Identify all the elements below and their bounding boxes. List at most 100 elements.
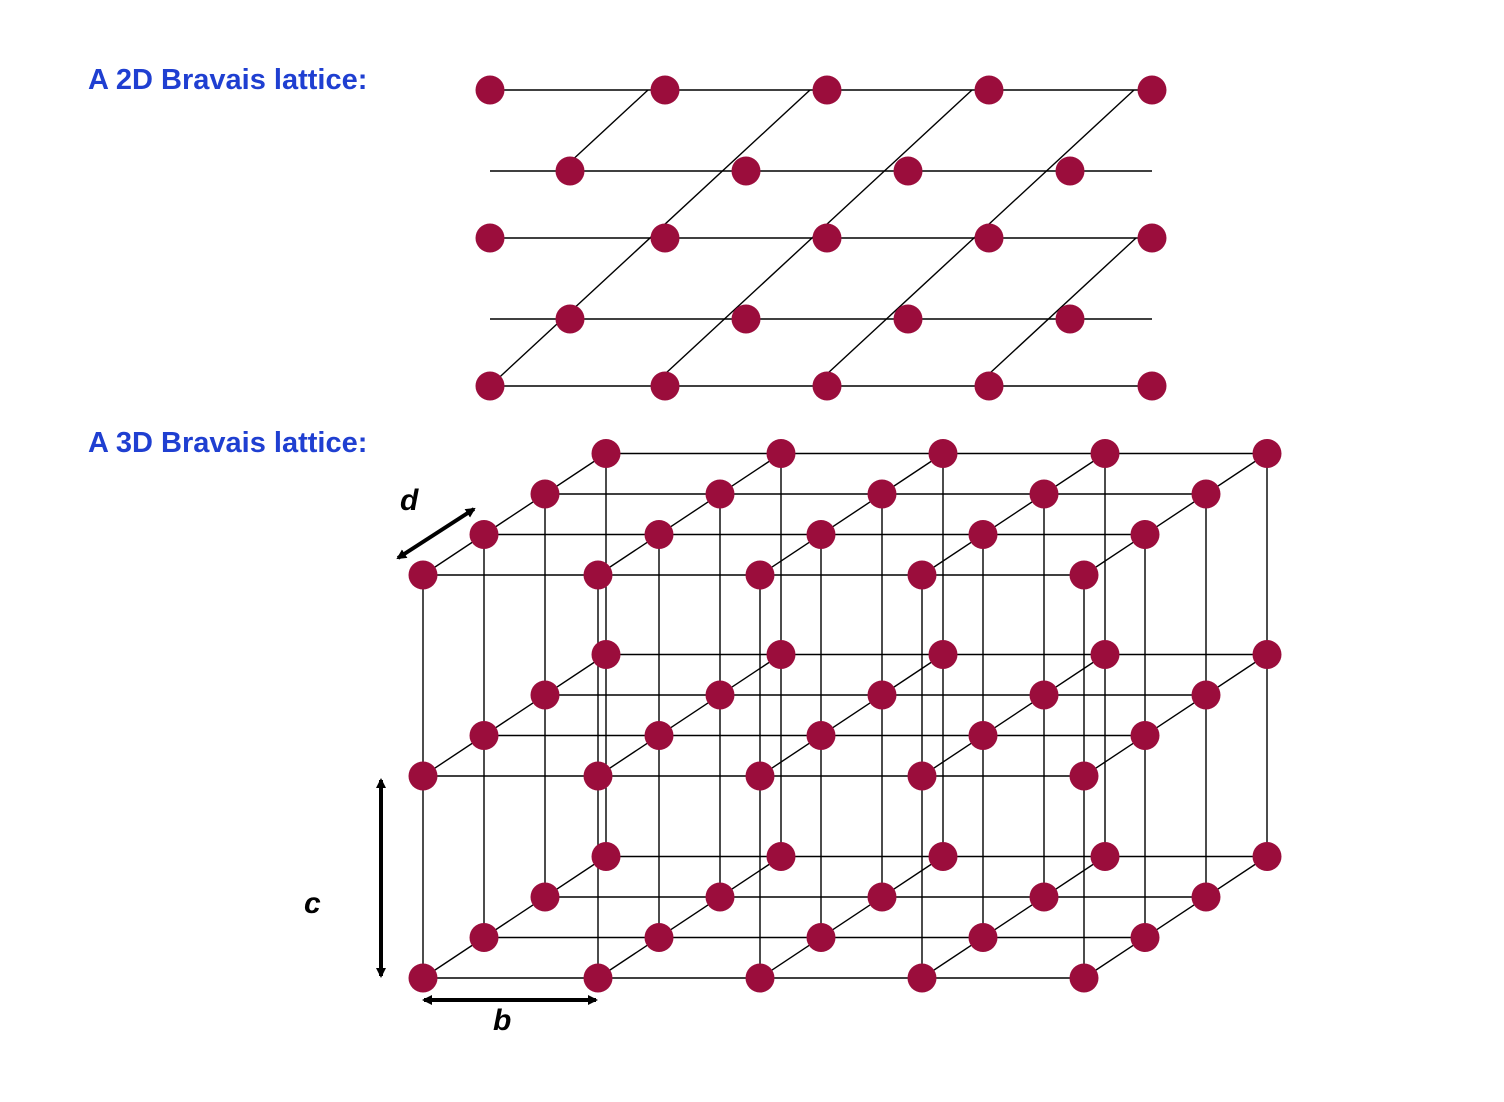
lattice-2d-diagonal-line: [489, 89, 811, 387]
lattice-3d-node: [644, 721, 674, 750]
lattice-3d-node: [968, 923, 998, 952]
lattice-3d-node: [408, 963, 438, 993]
lattice-2d-node: [1137, 75, 1167, 105]
lattice-3d-node: [1029, 479, 1059, 509]
lattice-3d-node: [469, 923, 499, 952]
lattice-3d-node: [928, 842, 958, 871]
lattice-3d-node: [705, 680, 735, 710]
lattice-3d-depth-line: [422, 452, 607, 576]
lattice-3d-node: [1191, 882, 1221, 912]
lattice-3d-node: [583, 761, 613, 791]
heading-3d-lattice: A 3D Bravais lattice:: [88, 427, 368, 459]
lattice-3d-node: [1191, 680, 1221, 710]
lattice-3d-node: [1029, 882, 1059, 912]
lattice-3d-node: [1090, 842, 1120, 871]
lattice-2d-diagonal-line: [651, 89, 973, 387]
lattice-3d-node: [469, 721, 499, 750]
lattice-3d-node: [1252, 439, 1282, 468]
lattice-3d-node: [928, 439, 958, 468]
lattice-3d-node: [408, 761, 438, 791]
lattice-3d-node: [1069, 963, 1099, 993]
lattice-3d-node: [907, 560, 937, 590]
lattice-2d-node: [812, 223, 842, 253]
lattice-2d-node: [812, 75, 842, 105]
lattice-3d-depth-line: [422, 653, 607, 777]
vector-d-label: d: [400, 484, 419, 517]
lattice-2d-node: [1137, 371, 1167, 401]
lattice-3d-node: [1130, 923, 1160, 952]
lattice-3d-node: [806, 923, 836, 952]
lattice-3d-depth-line: [921, 855, 1106, 979]
lattice-3d-node: [530, 479, 560, 509]
lattice-3d-depth-line: [921, 653, 1106, 777]
lattice-2d-node: [731, 304, 761, 334]
lattice-2d-diagonal-line: [813, 89, 1135, 387]
lattice-2d-node: [475, 75, 505, 105]
lattice-3d-node: [591, 640, 621, 669]
lattice-3d-depth-line: [759, 653, 944, 777]
lattice-2d-node: [1055, 304, 1085, 334]
lattice-3d-node: [705, 479, 735, 509]
lattice-3d-node: [745, 761, 775, 791]
vector-d-arrow: [396, 507, 476, 560]
lattice-3d-depth-line: [759, 452, 944, 576]
lattice-2d-node: [974, 371, 1004, 401]
lattice-3d-node: [745, 963, 775, 993]
lattice-3d-node: [591, 439, 621, 468]
lattice-2d-node: [974, 223, 1004, 253]
lattice-3d-node: [1191, 479, 1221, 509]
lattice-3d-node: [1130, 721, 1160, 750]
lattice-2d-diagonal-line: [975, 237, 1137, 387]
lattice-3d-depth-line: [422, 855, 607, 979]
lattice-3d-depth-line: [597, 452, 782, 576]
lattice-2d-node: [1055, 156, 1085, 186]
lattice-3d-node: [928, 640, 958, 669]
lattice-2d-nodes: [475, 75, 1167, 401]
lattice-3d-node: [530, 680, 560, 710]
lattice-3d-node: [867, 680, 897, 710]
lattice-3d-node: [583, 963, 613, 993]
lattice-3d-node: [469, 520, 499, 549]
lattice-2d-node: [555, 156, 585, 186]
lattice-2d-node: [650, 371, 680, 401]
lattice-3d-node: [766, 842, 796, 871]
lattice-3d-depth-line: [1083, 452, 1268, 576]
lattice-2d-node: [1137, 223, 1167, 253]
lattice-3d-nodes: [408, 439, 1282, 993]
lattice-3d-node: [1069, 560, 1099, 590]
lattice-3d-node: [968, 520, 998, 549]
lattice-3d-node: [583, 560, 613, 590]
lattice-3d-node: [1252, 640, 1282, 669]
lattice-3d-node: [1090, 439, 1120, 468]
vector-b-label: b: [493, 1004, 511, 1037]
lattice-3d-node: [806, 721, 836, 750]
vector-c: c: [304, 778, 386, 978]
lattice-3d-node: [1252, 842, 1282, 871]
vector-d: d: [396, 484, 476, 560]
lattice-3d-node: [1029, 680, 1059, 710]
lattice-3d-node: [745, 560, 775, 590]
lattice-3d-node: [591, 842, 621, 871]
lattice-3d-node: [644, 923, 674, 952]
lattice-3d-node: [530, 882, 560, 912]
lattice-3d-node: [644, 520, 674, 549]
lattice-2d-node: [475, 371, 505, 401]
lattice-3d-node: [806, 520, 836, 549]
lattice-3d-node: [968, 721, 998, 750]
lattice-3d-depth-line: [1083, 653, 1268, 777]
lattice-3d-depth-line: [759, 855, 944, 979]
lattice-3d-node: [1090, 640, 1120, 669]
lattice-3d-depth-line: [597, 653, 782, 777]
lattice-2d-node: [974, 75, 1004, 105]
lattice-3d-node: [1069, 761, 1099, 791]
lattice-3d-node: [705, 882, 735, 912]
lattice-2d-node: [475, 223, 505, 253]
lattice-2d-diagonal-line: [567, 89, 649, 165]
lattice-3d-node: [867, 882, 897, 912]
lattice-3d-node: [766, 439, 796, 468]
lattice-3d-node: [766, 640, 796, 669]
vector-b: b: [422, 995, 598, 1037]
heading-2d-lattice: A 2D Bravais lattice:: [88, 64, 368, 96]
lattice-2d-node: [650, 75, 680, 105]
